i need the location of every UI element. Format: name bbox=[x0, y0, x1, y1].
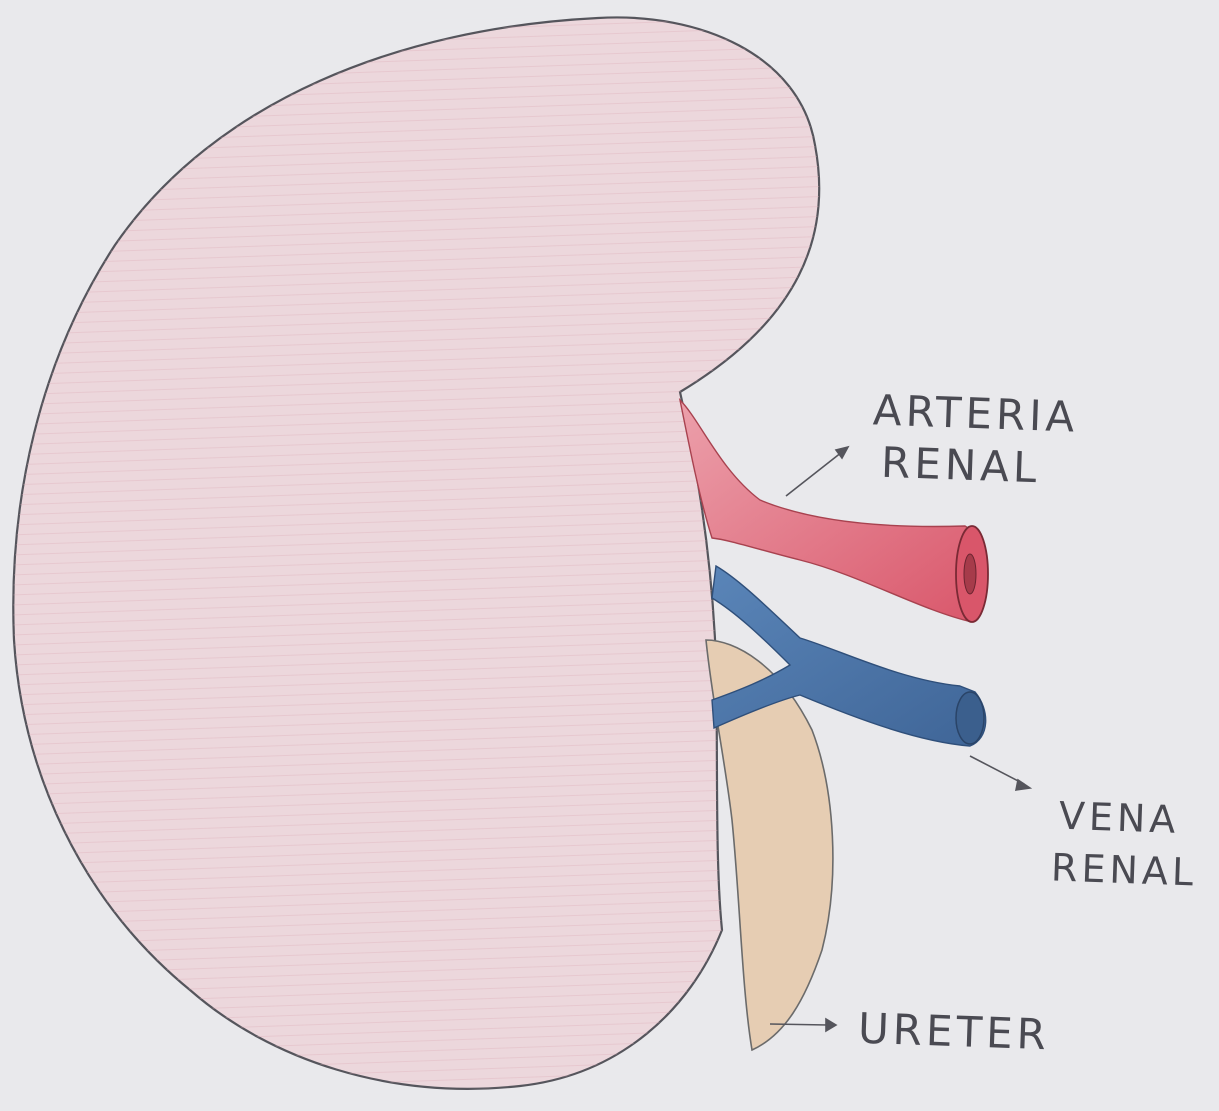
label-arteria-line2: RENAL bbox=[880, 437, 1077, 496]
renal-vein-opening bbox=[956, 692, 984, 744]
label-vena-renal: VENA RENAL bbox=[1050, 789, 1200, 898]
pointer-arteria bbox=[786, 447, 848, 496]
label-ureter-text: URETER bbox=[857, 1003, 1051, 1062]
kidney-shading bbox=[13, 17, 819, 1088]
label-arteria-renal: ARTERIA RENAL bbox=[870, 384, 1079, 495]
pointer-vena bbox=[970, 756, 1030, 790]
label-ureter: URETER bbox=[857, 1003, 1051, 1062]
label-vena-line2: RENAL bbox=[1050, 841, 1198, 898]
label-arteria-line1: ARTERIA bbox=[872, 384, 1079, 443]
label-vena-line1: VENA bbox=[1058, 790, 1200, 847]
